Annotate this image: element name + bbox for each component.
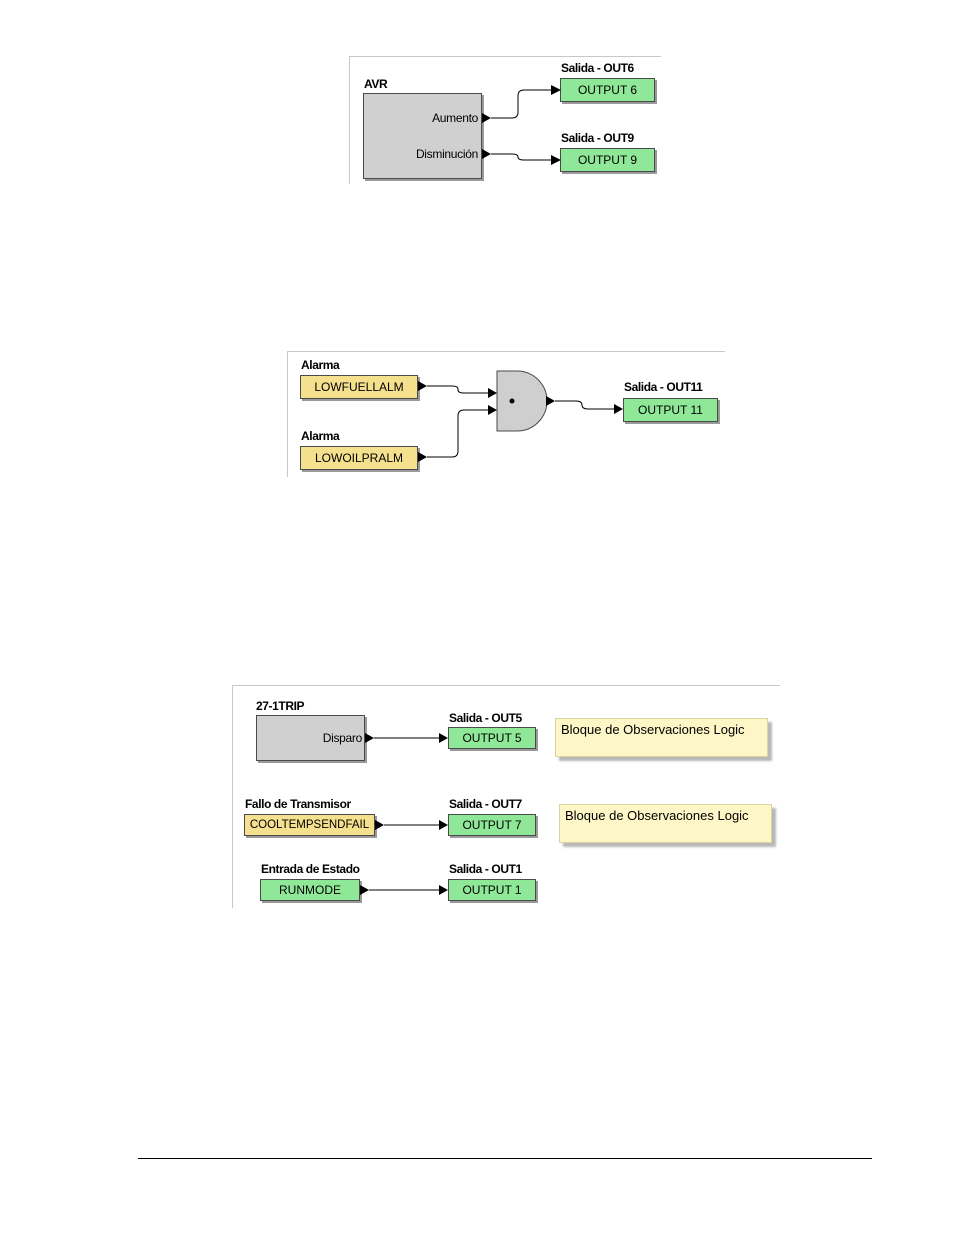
and-gate-dot [509, 398, 515, 404]
runmode-input-block[interactable]: RUNMODE [260, 879, 360, 901]
lowfuel-alarm-block[interactable]: LOWFUELLALM [300, 375, 418, 399]
wire [427, 409, 489, 458]
output9-block[interactable]: OUTPUT 9 [560, 148, 655, 172]
arrow-head [488, 405, 497, 415]
port-arrow [482, 149, 491, 159]
avr-block[interactable] [363, 93, 482, 179]
arrow-head [439, 885, 448, 895]
arrow-head [614, 404, 623, 414]
frame-border [287, 351, 725, 352]
observation-note[interactable]: Bloque de Observaciones Logic [555, 718, 768, 757]
observation-note[interactable]: Bloque de Observaciones Logic [559, 804, 772, 843]
port-arrow [360, 885, 369, 895]
frame-border [232, 685, 780, 686]
port-arrow [375, 820, 384, 830]
out9-title: Salida - OUT9 [561, 131, 634, 145]
output7-block[interactable]: OUTPUT 7 [448, 814, 536, 836]
alarm1-title: Alarma [301, 358, 340, 372]
wire [491, 153, 552, 161]
frame-border [287, 351, 288, 477]
out7-title: Salida - OUT7 [449, 797, 522, 811]
port-arrow [546, 396, 555, 406]
wire [427, 385, 489, 394]
port-arrow [482, 113, 491, 123]
out5-title: Salida - OUT5 [449, 711, 522, 725]
port-arrow [418, 381, 427, 391]
avr-port-disminucion: Disminución [415, 147, 478, 161]
output1-block[interactable]: OUTPUT 1 [448, 879, 536, 901]
cooltemp-fail-block[interactable]: COOLTEMPSENDFAIL [244, 814, 375, 836]
avr-title: AVR [364, 77, 388, 91]
out6-title: Salida - OUT6 [561, 61, 634, 75]
avr-port-aumento: Aumento [432, 111, 478, 125]
output6-block[interactable]: OUTPUT 6 [560, 78, 655, 102]
out1-title: Salida - OUT1 [449, 862, 522, 876]
arrow-head [551, 85, 561, 95]
arrow-head [488, 388, 497, 398]
footer-rule [138, 1158, 872, 1159]
fail-title: Fallo de Transmisor [245, 797, 351, 811]
output11-block[interactable]: OUTPUT 11 [623, 398, 718, 422]
trip-title: 27-1TRIP [256, 699, 305, 713]
lowoil-alarm-block[interactable]: LOWOILPRALM [300, 446, 418, 470]
wire [555, 400, 615, 410]
frame-border [349, 56, 350, 184]
trip-block[interactable] [256, 715, 365, 761]
output5-block[interactable]: OUTPUT 5 [448, 727, 536, 749]
trip-port-disparo: Disparo [322, 731, 363, 745]
out11-title: Salida - OUT11 [624, 380, 703, 394]
frame-border [232, 685, 233, 908]
input-title: Entrada de Estado [261, 862, 360, 876]
alarm2-title: Alarma [301, 429, 340, 443]
arrow-head [439, 733, 448, 743]
frame-border [349, 56, 661, 57]
arrow-head [439, 820, 448, 830]
arrow-head [551, 155, 561, 165]
port-arrow [365, 733, 374, 743]
wire [491, 89, 552, 119]
port-arrow [418, 452, 427, 462]
